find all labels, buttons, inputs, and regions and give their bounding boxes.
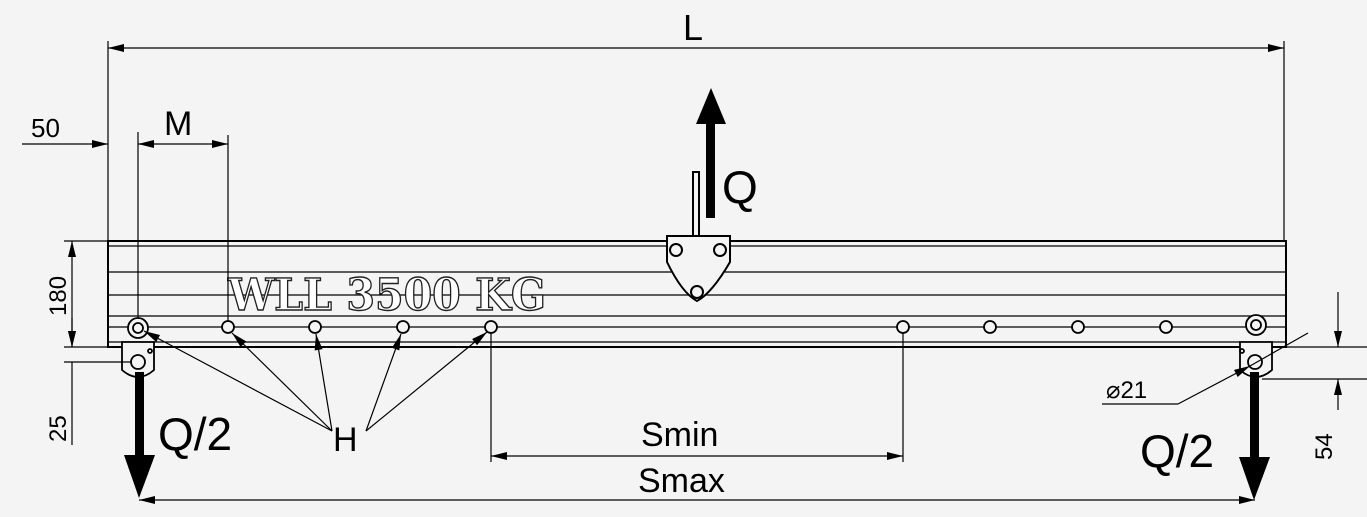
span-max-label: Smax	[638, 462, 725, 500]
right-end-lug	[1239, 314, 1273, 378]
center-lifting-lug	[666, 171, 731, 303]
load-arrows	[124, 88, 1270, 500]
dimension-right-drop	[1262, 292, 1367, 410]
holes-leaders	[143, 330, 488, 432]
hole-pitch-label: M	[164, 105, 192, 143]
left-end-load-label: Q/2	[158, 408, 232, 460]
hole-diameter-leader	[1102, 332, 1309, 405]
hole-diameter-label: ⌀21	[1106, 377, 1147, 404]
beam-marking: WLL 3500 KG	[227, 270, 546, 321]
lug-drop-label: 25	[45, 415, 72, 442]
beam-height-label: 180	[45, 276, 72, 316]
dimension-lug-drop	[64, 318, 131, 445]
holes-label: H	[333, 421, 358, 459]
right-drop-label: 54	[1311, 433, 1338, 460]
hole	[396, 320, 410, 334]
hole	[221, 320, 235, 334]
hole	[1159, 320, 1173, 334]
hole	[308, 320, 322, 334]
span-min-label: Smin	[641, 416, 718, 454]
center-load-label: Q	[722, 161, 758, 213]
hole	[983, 320, 997, 334]
hole	[896, 320, 910, 334]
dimension-beam-height	[64, 240, 122, 348]
hole	[484, 320, 498, 334]
dimension-hole-pitch	[138, 135, 229, 321]
dimension-overall-length	[107, 41, 1285, 241]
end-offset-label: 50	[31, 113, 60, 143]
right-end-load-label: Q/2	[1140, 425, 1214, 477]
hole	[1071, 320, 1085, 334]
overall-length-label: L	[683, 7, 703, 48]
dimension-span-min	[490, 333, 904, 462]
adjustment-holes	[221, 320, 1173, 334]
dimension-end-offset	[22, 132, 139, 318]
